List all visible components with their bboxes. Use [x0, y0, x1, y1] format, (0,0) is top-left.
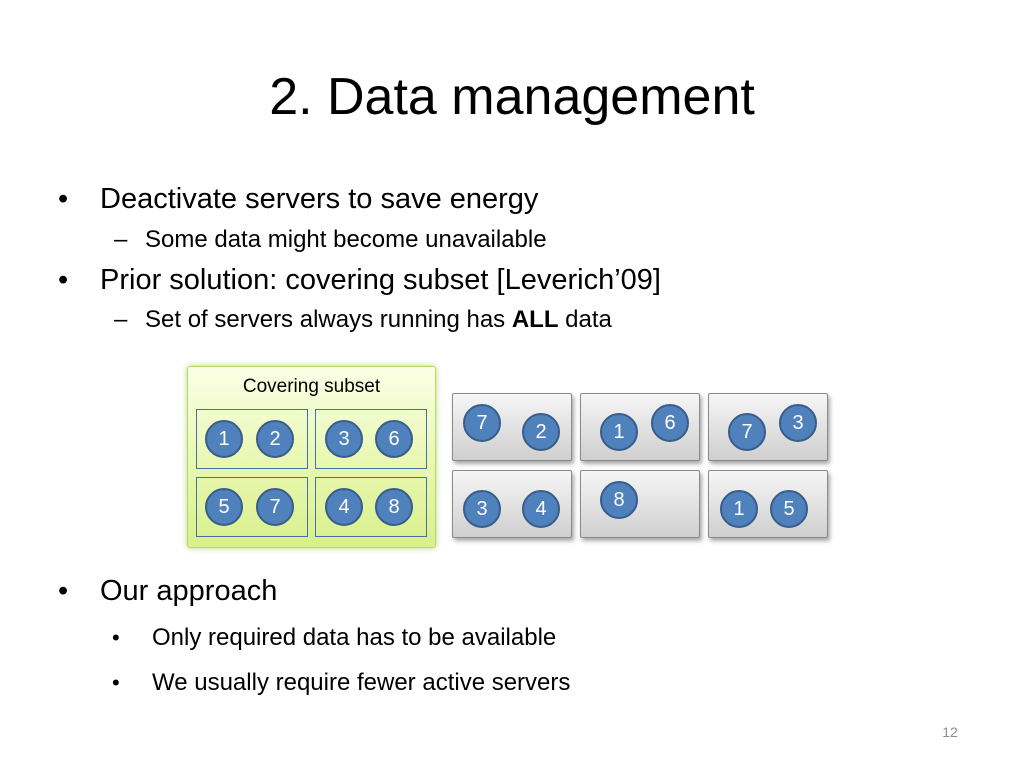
data-chunk: 1	[600, 413, 638, 451]
data-chunk: 8	[600, 481, 638, 519]
bullet-text: Our approach	[100, 575, 278, 607]
data-chunk: 5	[205, 488, 243, 526]
covering-subset-group: Covering subset 1 2 3 6 5 7 4 8	[187, 366, 436, 548]
covering-server-4: 4 8	[315, 477, 427, 537]
slide-title: 2. Data management	[269, 68, 755, 126]
data-chunk: 3	[463, 490, 501, 528]
sub-text-post: data	[558, 306, 612, 333]
server-box: 7 2	[452, 393, 572, 461]
bullet-prior-solution: • Prior solution: covering subset [Leveri…	[58, 262, 661, 298]
dash-marker: –	[114, 226, 128, 253]
approach-item-required-data: • Only required data has to be available	[112, 623, 556, 653]
data-chunk: 1	[205, 420, 243, 458]
sub-text-pre: Set of servers always running has	[145, 306, 512, 333]
bullet-text: Prior solution: covering subset [Leveric…	[100, 264, 661, 296]
covering-server-2: 3 6	[315, 409, 427, 469]
approach-item-text: Only required data has to be available	[152, 624, 557, 651]
dash-marker: –	[114, 306, 128, 333]
covering-server-1: 1 2	[196, 409, 308, 469]
data-chunk: 3	[325, 420, 363, 458]
covering-server-3: 5 7	[196, 477, 308, 537]
data-chunk: 6	[651, 404, 689, 442]
bullet-marker: •	[112, 625, 120, 650]
bullet-marker: •	[58, 575, 69, 607]
data-chunk: 7	[463, 404, 501, 442]
data-chunk: 6	[375, 420, 413, 458]
server-box: 1 5	[708, 470, 828, 538]
data-chunk: 5	[770, 490, 808, 528]
server-box: 7 3	[708, 393, 828, 461]
approach-item-text: We usually require fewer active servers	[152, 669, 571, 696]
bullet-deactivate: • Deactivate servers to save energy	[58, 181, 538, 217]
bullet-our-approach: • Our approach	[58, 573, 277, 609]
covering-subset-label: Covering subset	[242, 376, 381, 397]
data-chunk: 8	[375, 488, 413, 526]
data-chunk: 2	[256, 420, 294, 458]
page-number: 12	[942, 724, 958, 740]
server-box: 3 4	[452, 470, 572, 538]
server-box: 8	[580, 470, 700, 538]
sub-text-bold: ALL	[511, 306, 559, 333]
data-chunk: 4	[325, 488, 363, 526]
bullet-text: Deactivate servers to save energy	[100, 183, 539, 215]
data-chunk: 4	[522, 490, 560, 528]
sub-bullet-unavailable: –Some data might become unavailable	[114, 225, 547, 255]
sub-bullet-text: Some data might become unavailable	[145, 226, 547, 253]
data-chunk: 7	[256, 488, 294, 526]
bullet-marker: •	[58, 183, 69, 215]
sub-bullet-all-data: –Set of servers always running has ALL d…	[114, 305, 612, 335]
data-chunk: 7	[728, 413, 766, 451]
data-chunk: 2	[522, 413, 560, 451]
approach-item-fewer-servers: • We usually require fewer active servers	[112, 668, 570, 698]
data-chunk: 1	[720, 490, 758, 528]
data-chunk: 3	[779, 404, 817, 442]
bullet-marker: •	[58, 264, 69, 296]
server-box: 1 6	[580, 393, 700, 461]
bullet-marker: •	[112, 670, 120, 695]
